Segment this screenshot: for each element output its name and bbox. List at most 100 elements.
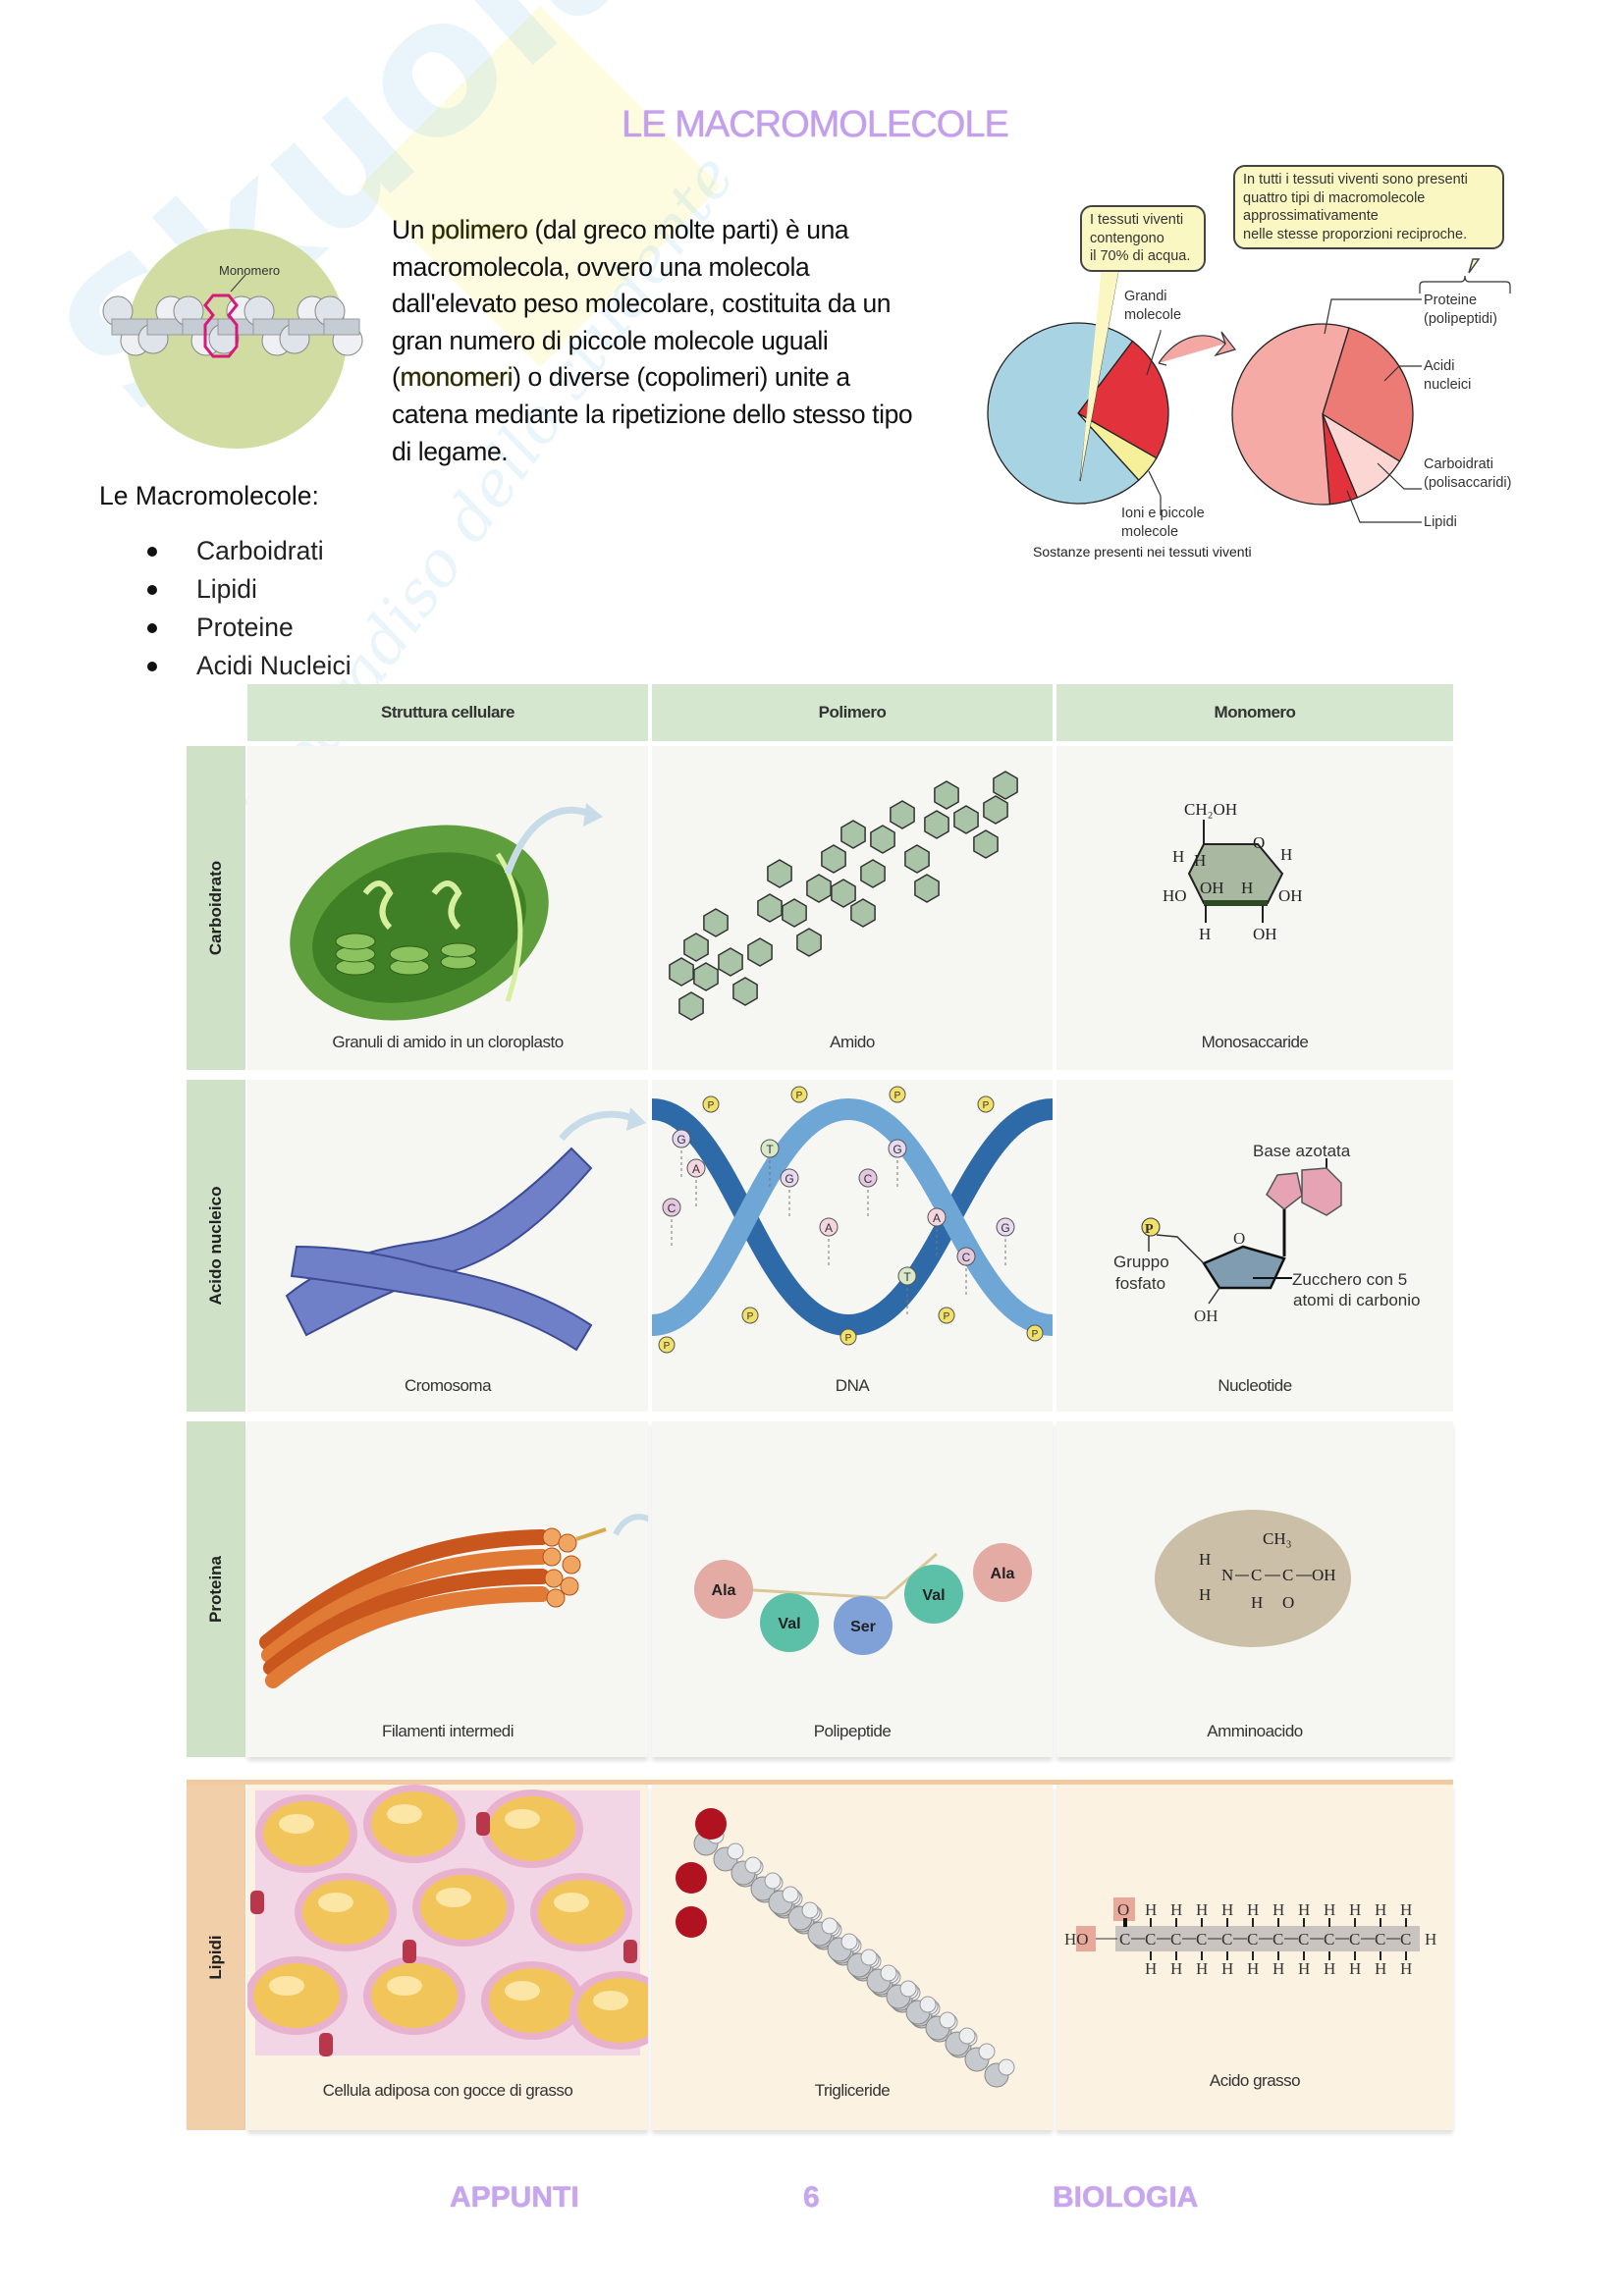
term-monomeri: monomeri — [400, 362, 514, 393]
chem-label: OH — [1200, 879, 1224, 897]
chem-label: H — [1145, 1900, 1157, 1919]
footer-page-number: 6 — [803, 2181, 820, 2214]
amino-acid-label: Ser — [850, 1619, 876, 1635]
chem-label: C — [1349, 1930, 1360, 1949]
chem-label: H — [1272, 1900, 1284, 1919]
pie-right — [1231, 323, 1414, 506]
text: Un — [392, 215, 432, 244]
intro-line: Un polimero (dal greco molte parti) è un… — [392, 212, 912, 249]
caption: Polipeptide — [813, 1722, 892, 1740]
footer-left: APPUNTI — [450, 2181, 579, 2214]
chem-label: H — [1247, 1900, 1259, 1919]
dna-base-label: C — [962, 1251, 971, 1264]
chem-label: C — [1282, 1566, 1293, 1584]
glucose-unit — [934, 780, 959, 810]
cell-trigliceride: Trigliceride — [652, 1785, 1053, 2130]
chem-label: Zucchero con 5 — [1292, 1270, 1407, 1289]
caption: Monosaccaride — [1201, 1033, 1309, 1051]
bullet-icon — [147, 547, 157, 557]
oxygen-atom — [676, 1862, 707, 1894]
glucose-unit — [993, 771, 1018, 800]
chem-label: C — [1375, 1930, 1385, 1949]
chem-label: H — [1199, 1585, 1211, 1604]
capillary — [250, 1891, 264, 1914]
phosphate-icon: P — [1145, 1222, 1154, 1237]
row-label-lipidi: Lipidi — [187, 1785, 245, 2130]
chem-label: C — [1251, 1566, 1262, 1584]
chem-label: HO — [1064, 1930, 1089, 1949]
glucose-unit — [796, 928, 822, 957]
page-title: LE MACROMOLECOLE — [622, 104, 1009, 145]
glucose-unit — [914, 874, 940, 903]
chem-label: H — [1272, 1959, 1284, 1978]
row-label-acido-nucleico: Acido nucleico — [187, 1080, 245, 1412]
label-line: Proteine — [1424, 293, 1478, 308]
monomer-label: Monomero — [219, 263, 280, 278]
list-item: Proteine — [147, 609, 352, 647]
chem-label: H — [1400, 1900, 1412, 1919]
chem-label: H — [1349, 1959, 1361, 1978]
caption: Amido — [830, 1033, 875, 1051]
footer-right: BIOLOGIA — [1053, 2181, 1199, 2214]
phosphate-label: P — [708, 1100, 715, 1111]
chem-label: CH₂OH — [1184, 800, 1237, 819]
cell-cloroplasto: Granuli di amido in un cloroplasto — [247, 746, 648, 1070]
list-item: Acidi Nucleici — [147, 647, 352, 685]
cell-filamenti: Filamenti intermedi — [247, 1421, 648, 1757]
chem-label: H — [1324, 1900, 1335, 1919]
dna-base-label: A — [933, 1211, 941, 1225]
dna-base-label: C — [668, 1201, 677, 1215]
intro-line: catena mediante la ripetizione dello ste… — [392, 397, 913, 434]
glucose-unit — [821, 844, 846, 874]
chem-label: C — [1298, 1930, 1309, 1949]
glucose-unit — [669, 957, 694, 987]
caption: Cromosoma — [404, 1376, 492, 1395]
dna-strand — [652, 1097, 1053, 1336]
chem-label: H — [1375, 1959, 1386, 1978]
bullet-icon — [147, 585, 157, 595]
chem-label: H — [1170, 1959, 1182, 1978]
chem-label: H — [1280, 845, 1292, 864]
text: gran numero di piccole molecole uguali — [392, 325, 829, 355]
phosphate-label: P — [796, 1091, 803, 1101]
dna-base-label: G — [1001, 1221, 1009, 1235]
cell-amminoacido: CH₃ H N H C C OH H O Amminoacido — [1056, 1421, 1453, 1757]
dna-base-label: T — [903, 1270, 911, 1284]
callout-line: In tutti i tessuti viventi sono presenti — [1243, 172, 1468, 187]
label-line: nucleici — [1424, 376, 1472, 393]
cell-cromosoma: Cromosoma — [247, 1080, 648, 1412]
glucose-unit — [870, 825, 895, 854]
text: dall'elevato peso molecolare, costituita… — [392, 289, 892, 319]
callout-line: nelle stesse proporzioni reciproche. — [1243, 226, 1468, 242]
callout-line: I tessuti viventi — [1090, 212, 1184, 228]
glucose-unit — [718, 947, 743, 977]
header-struttura: Struttura cellulare — [247, 684, 648, 741]
dna-base-label: A — [692, 1162, 700, 1176]
intro-line: (monomeri) o diverse (copolimeri) unite … — [392, 359, 912, 397]
glucose-unit — [831, 879, 856, 908]
chem-label: H — [1199, 1550, 1211, 1569]
intro-paragraph: Un polimero (dal greco molte parti) è un… — [392, 212, 913, 470]
label-line: Grandi — [1124, 289, 1167, 304]
chem-label: C — [1400, 1930, 1411, 1949]
row-divider — [187, 1780, 1453, 1785]
dna-base-label: G — [785, 1172, 793, 1186]
header-polimero: Polimero — [652, 684, 1053, 741]
term-polimero: polimero — [431, 215, 528, 244]
list-title: Le Macromolecole: — [99, 481, 319, 510]
chem-label: H — [1194, 851, 1206, 870]
chem-label: H — [1196, 1959, 1208, 1978]
header-monomero: Monomero — [1056, 684, 1453, 741]
macromolecule-list: Carboidrati Lipidi Proteine Acidi Nuclei… — [147, 532, 352, 685]
row-label-carboidrato: Carboidrato — [187, 746, 245, 1070]
text: di legame. — [392, 436, 509, 466]
list-item-label: Lipidi — [196, 574, 257, 604]
polymer-illustration: Monomero — [88, 221, 393, 456]
glucose-unit — [953, 805, 979, 834]
list-item-label: Acidi Nucleici — [196, 651, 352, 680]
glucose-unit — [860, 859, 886, 888]
phosphate-label: P — [664, 1341, 671, 1352]
glucose-unit — [904, 844, 930, 874]
